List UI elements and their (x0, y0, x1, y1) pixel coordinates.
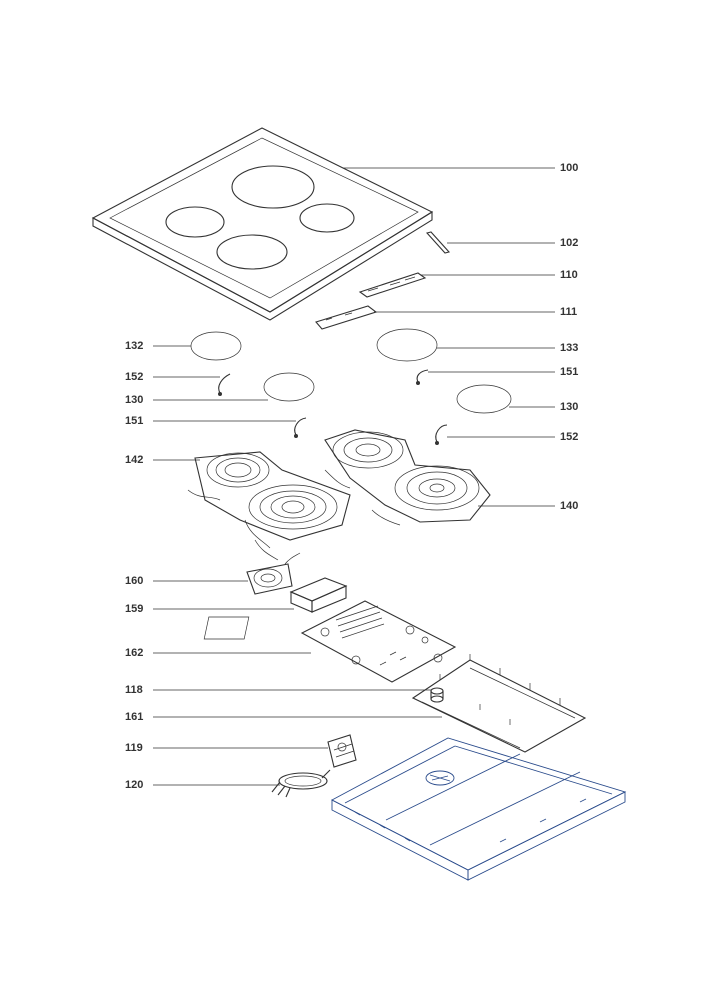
callout-152-right: 152 (560, 431, 579, 443)
part-130-gasket-left (263, 372, 315, 402)
part-120-power-cable (271, 769, 331, 798)
callout-102: 102 (560, 237, 579, 249)
part-bottom-housing (331, 737, 627, 881)
part-151-sensor-right (416, 369, 429, 385)
part-152-sensor-right (435, 424, 448, 445)
part-132-gasket (190, 331, 242, 361)
callout-118: 118 (125, 684, 143, 696)
callout-100: 100 (560, 162, 579, 174)
callout-111: 111 (560, 306, 578, 318)
part-159-cover (289, 577, 348, 613)
callout-151-right: 151 (560, 366, 579, 378)
part-162-power-board (203, 600, 457, 683)
part-133-gasket (376, 328, 438, 362)
part-119-cable-clamp (327, 734, 357, 768)
callout-130-left: 130 (125, 394, 144, 406)
callout-132: 132 (125, 340, 144, 352)
callout-162: 162 (125, 647, 144, 659)
part-152-sensor-left (218, 373, 231, 396)
part-100-glass-top (91, 127, 434, 321)
callout-159: 159 (125, 603, 144, 615)
callout-140: 140 (560, 500, 579, 512)
part-160-fan (246, 552, 301, 595)
part-140-induction-coils-right (324, 429, 491, 526)
callout-160: 160 (125, 575, 144, 587)
callout-119: 119 (125, 742, 143, 754)
part-118-spacer (430, 687, 444, 703)
callout-120: 120 (125, 779, 144, 791)
part-161-board-tray (411, 654, 587, 753)
callout-152-left: 152 (125, 371, 144, 383)
callout-133: 133 (560, 342, 579, 354)
callout-142: 142 (125, 454, 144, 466)
part-111-control-support (315, 305, 378, 330)
part-102-trim (425, 231, 451, 254)
part-142-induction-coils-left (187, 451, 351, 561)
callout-110: 110 (560, 269, 578, 281)
callout-161: 161 (125, 711, 144, 723)
part-130-gasket-right (456, 384, 512, 414)
leader-lines (153, 167, 555, 786)
part-110-control-board (358, 272, 427, 298)
callout-130-right: 130 (560, 401, 579, 413)
callout-151-left: 151 (125, 415, 144, 427)
part-151-sensor-left (294, 417, 307, 438)
